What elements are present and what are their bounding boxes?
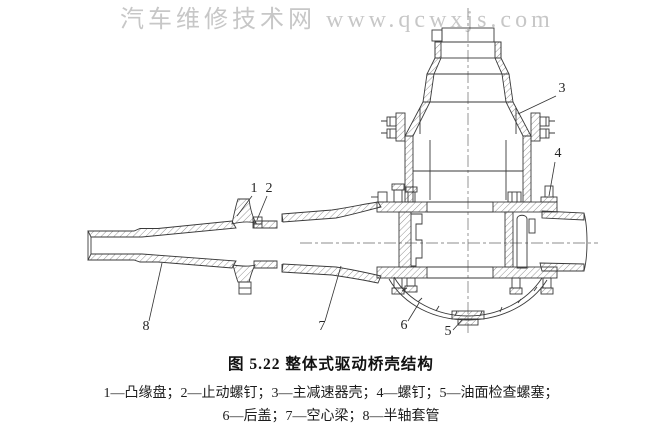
- axle-housing-diagram: 汽车维修技术网 www.qcwxjs.com: [87, 6, 598, 339]
- oil-check-plug: [451, 310, 485, 326]
- callout-3: 3: [517, 81, 566, 115]
- callout-7-num: 7: [319, 319, 326, 334]
- flange-bolts: [381, 116, 555, 139]
- callout-7: 7: [319, 265, 342, 334]
- figure-legend-line2: 6—后盖；7—空心梁；8—半轴套管: [222, 409, 440, 424]
- callout-5: 5: [445, 319, 463, 339]
- screw-4: [540, 185, 558, 203]
- axle-tube: [87, 220, 278, 269]
- stop-screw: [252, 216, 263, 229]
- callout-5-num: 5: [445, 324, 452, 339]
- figure-caption: 图 5.22 整体式驱动桥壳结构: [228, 356, 434, 373]
- housing-right-flange: [427, 185, 558, 295]
- flange-disc: [231, 198, 257, 295]
- callout-1-num: 1: [251, 181, 258, 196]
- callout-2: 2: [256, 181, 273, 221]
- callout-4-num: 4: [555, 146, 562, 161]
- callout-6-num: 6: [401, 318, 408, 333]
- callout-8-num: 8: [143, 319, 150, 334]
- watermark-text: 汽车维修技术网 www.qcwxjs.com: [120, 6, 554, 33]
- callout-6: 6: [401, 302, 420, 333]
- right-axle-stub: [539, 210, 588, 272]
- reducer-housing: [381, 27, 555, 203]
- callout-8: 8: [143, 262, 163, 334]
- housing-left-flange: [371, 183, 428, 295]
- callout-3-num: 3: [559, 81, 566, 96]
- centerlines: [300, 8, 598, 333]
- figure-legend-line1: 1—凸缘盘；2—止动螺钉；3—主减速器壳；4—螺钉；5—油面检查螺塞；: [103, 386, 559, 401]
- callout-4: 4: [548, 146, 562, 197]
- hollow-beam: [281, 201, 382, 284]
- callout-2-num: 2: [266, 181, 273, 196]
- callout-1: 1: [236, 181, 258, 217]
- callouts: 1 2 3 4 5 6 7 8: [143, 81, 566, 339]
